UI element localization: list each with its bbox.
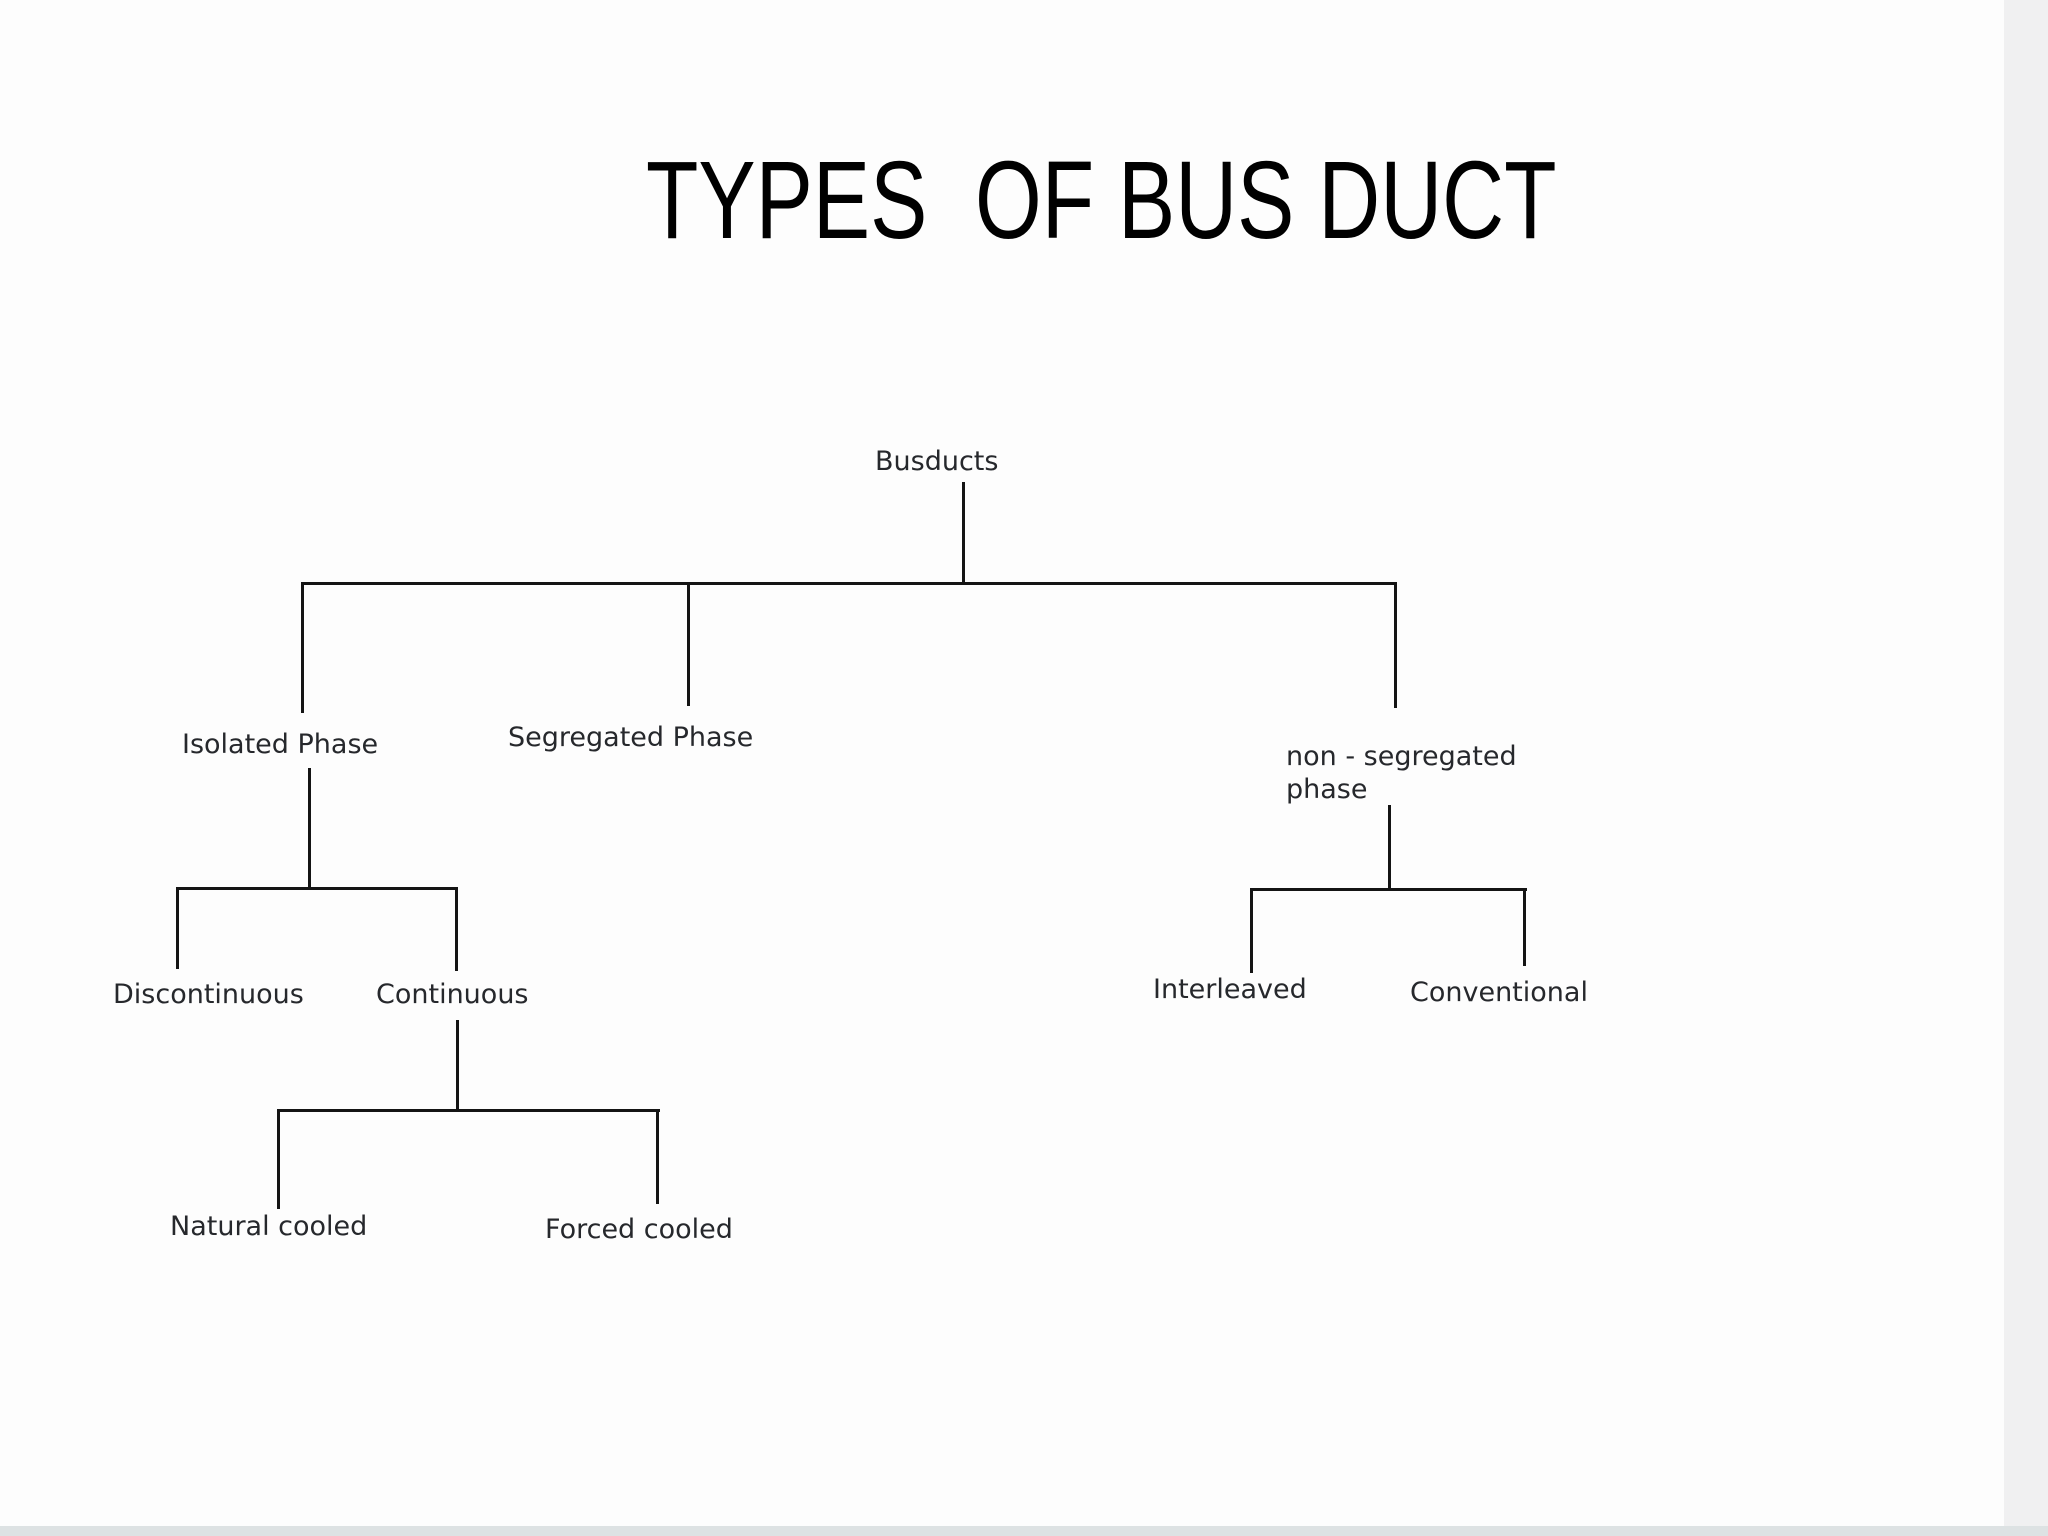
connector-continuous-drop	[455, 887, 458, 971]
node-isolated-phase: Isolated Phase	[182, 729, 379, 760]
node-conventional: Conventional	[1410, 977, 1588, 1008]
connector-continuous-children-bar	[277, 1109, 660, 1112]
node-continuous: Continuous	[376, 979, 529, 1010]
node-natural-cooled: Natural cooled	[170, 1211, 368, 1242]
connector-isolated-children-bar	[176, 887, 458, 890]
connector-nonsegregated-drop	[1394, 582, 1397, 708]
connector-natural-drop	[277, 1109, 280, 1209]
connector-root-drop	[962, 482, 965, 583]
node-busducts: Busducts	[875, 446, 999, 477]
page-title: TYPES OF BUS DUCT	[646, 139, 1557, 262]
node-interleaved: Interleaved	[1153, 974, 1307, 1005]
connector-level1-bar	[301, 582, 1397, 585]
node-segregated-phase: Segregated Phase	[508, 722, 754, 753]
connector-discontinuous-drop	[176, 887, 179, 969]
node-forced-cooled: Forced cooled	[545, 1214, 733, 1245]
connector-forced-drop	[656, 1109, 659, 1204]
node-discontinuous: Discontinuous	[113, 979, 304, 1010]
slide-right-margin	[2004, 0, 2048, 1536]
connector-conventional-drop	[1523, 888, 1526, 966]
connector-isolated-drop	[301, 582, 304, 713]
connector-nonseg-child-drop	[1388, 805, 1391, 890]
slide-bottom-edge	[0, 1526, 2048, 1536]
connector-nonseg-children-bar	[1250, 888, 1527, 891]
connector-isolated-child-drop	[308, 768, 311, 889]
connector-interleaved-drop	[1250, 888, 1253, 973]
connector-continuous-child-drop	[456, 1020, 459, 1111]
node-non-segregated-phase: non - segregated phase	[1286, 741, 1517, 805]
connector-segregated-drop	[687, 582, 690, 706]
